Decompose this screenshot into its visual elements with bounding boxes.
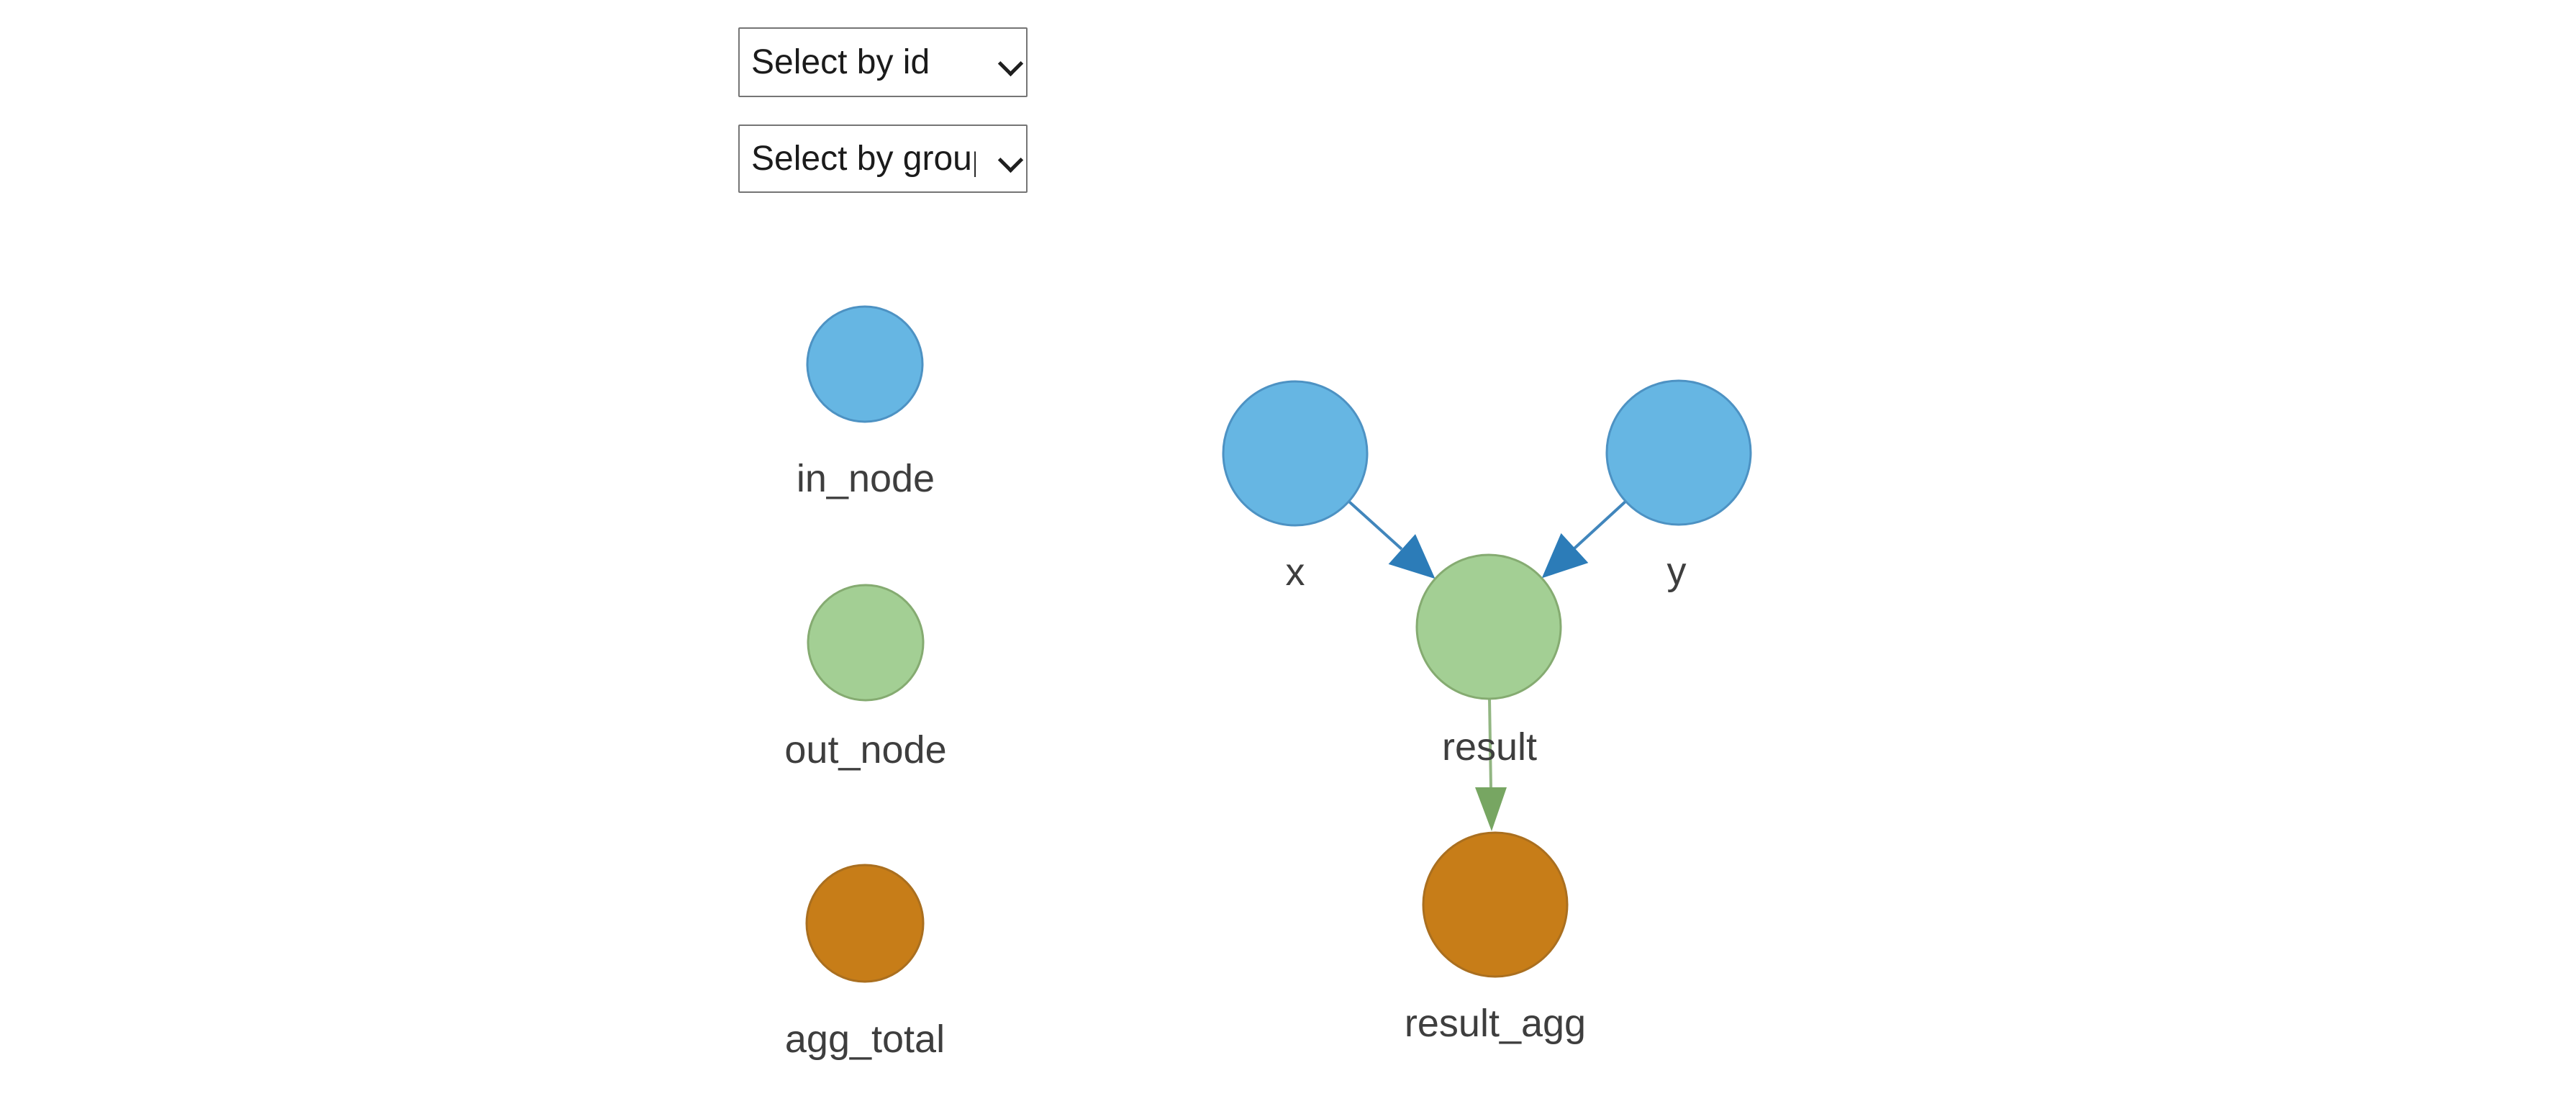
legend: in_node out_node agg_total xyxy=(784,305,947,1061)
node-label-x: x xyxy=(1286,551,1305,594)
legend-label-out-node: out_node xyxy=(784,728,946,771)
legend-swatch-agg-total xyxy=(805,864,925,983)
graph-nodes xyxy=(1222,379,1752,978)
edge-result-result-agg xyxy=(1475,698,1507,831)
legend-label-agg-total: agg_total xyxy=(785,1018,945,1061)
legend-swatch-in-node xyxy=(806,305,924,423)
graph-edges xyxy=(1348,500,1627,831)
select-by-grouping[interactable]: Select by grouping xyxy=(738,125,1028,193)
legend-swatch-out-node xyxy=(807,584,925,702)
edge-x-result xyxy=(1348,500,1436,579)
edge-y-result xyxy=(1541,500,1627,579)
arrowhead-icon xyxy=(1388,534,1436,579)
graph-node-labels: x y result result_agg xyxy=(1286,550,1687,1045)
node-label-result-agg: result_agg xyxy=(1405,1002,1586,1045)
node-result-agg[interactable] xyxy=(1422,831,1569,978)
arrowhead-icon xyxy=(1475,787,1507,831)
node-result[interactable] xyxy=(1415,553,1562,700)
arrowhead-icon xyxy=(1541,533,1589,579)
node-x[interactable] xyxy=(1222,380,1369,527)
edge-line xyxy=(1573,500,1627,550)
edge-line xyxy=(1348,500,1403,551)
node-label-y: y xyxy=(1667,550,1687,593)
node-y[interactable] xyxy=(1605,379,1752,526)
legend-label-in-node: in_node xyxy=(797,457,935,500)
select-by-id[interactable]: Select by id xyxy=(738,27,1028,97)
edge-line xyxy=(1488,698,1492,789)
node-label-result: result xyxy=(1442,725,1537,769)
